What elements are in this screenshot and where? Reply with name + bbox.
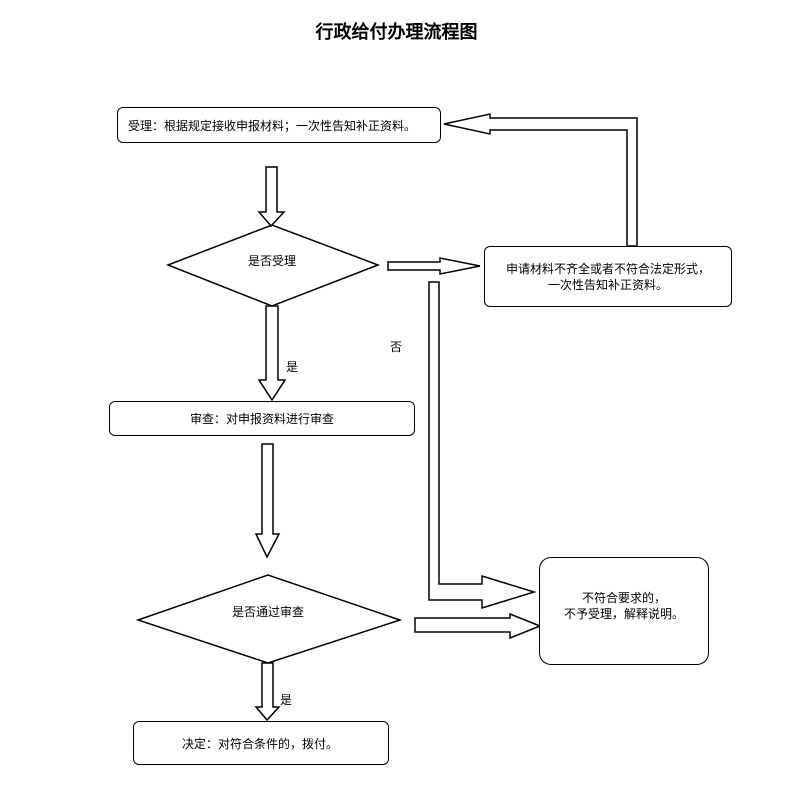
no-label: 否 (390, 340, 403, 354)
review-text: 审查：对申报资料进行审查 (189, 412, 334, 426)
accept-text: 受理：根据规定接收申报材料；一次性告知补正资料。 (128, 118, 417, 133)
arrow-incomplete-to-accept (443, 113, 638, 247)
arrow-review-to-decision (254, 443, 281, 559)
arrow-no-to-reject (428, 281, 537, 610)
decide-box: 决定：对符合条件的，拨付。 (133, 721, 389, 765)
incomplete-box: 申请材料不齐全或者不符合法定形式， 一次性告知补正资料。 (484, 246, 732, 307)
arrow-review-to-reject (414, 612, 543, 640)
arrow-review-to-decide (254, 662, 281, 722)
decision-review-label: 是否通过审查 (231, 605, 304, 619)
decide-text: 决定：对符合条件的，拨付。 (182, 736, 339, 751)
reject-text-line2: 不予受理，解释说明。 (563, 607, 684, 621)
decision-review-diamond (135, 574, 403, 664)
review-box: 审查：对申报资料进行审查 (109, 401, 415, 436)
decision-accept-label: 是否受理 (247, 254, 296, 268)
arrow-decision-to-review (257, 305, 287, 402)
decision-accept-diamond (165, 224, 381, 307)
accept-box: 受理：根据规定接收申报材料；一次性告知补正资料。 (117, 107, 441, 143)
arrow-decision-to-incomplete (387, 257, 481, 275)
page-title: 行政给付办理流程图 (315, 22, 478, 43)
reject-text-line1: 不符合要求的， (581, 591, 666, 605)
arrow-accept-to-decision (257, 166, 286, 228)
incomplete-text-line1: 申请材料不齐全或者不符合法定形式， (505, 261, 710, 276)
yes-label-review: 是 (280, 693, 293, 707)
yes-label-accept: 是 (286, 360, 299, 374)
reject-box: 不符合要求的， 不予受理，解释说明。 (539, 557, 709, 665)
incomplete-text-line2: 一次性告知补正资料。 (547, 277, 668, 292)
